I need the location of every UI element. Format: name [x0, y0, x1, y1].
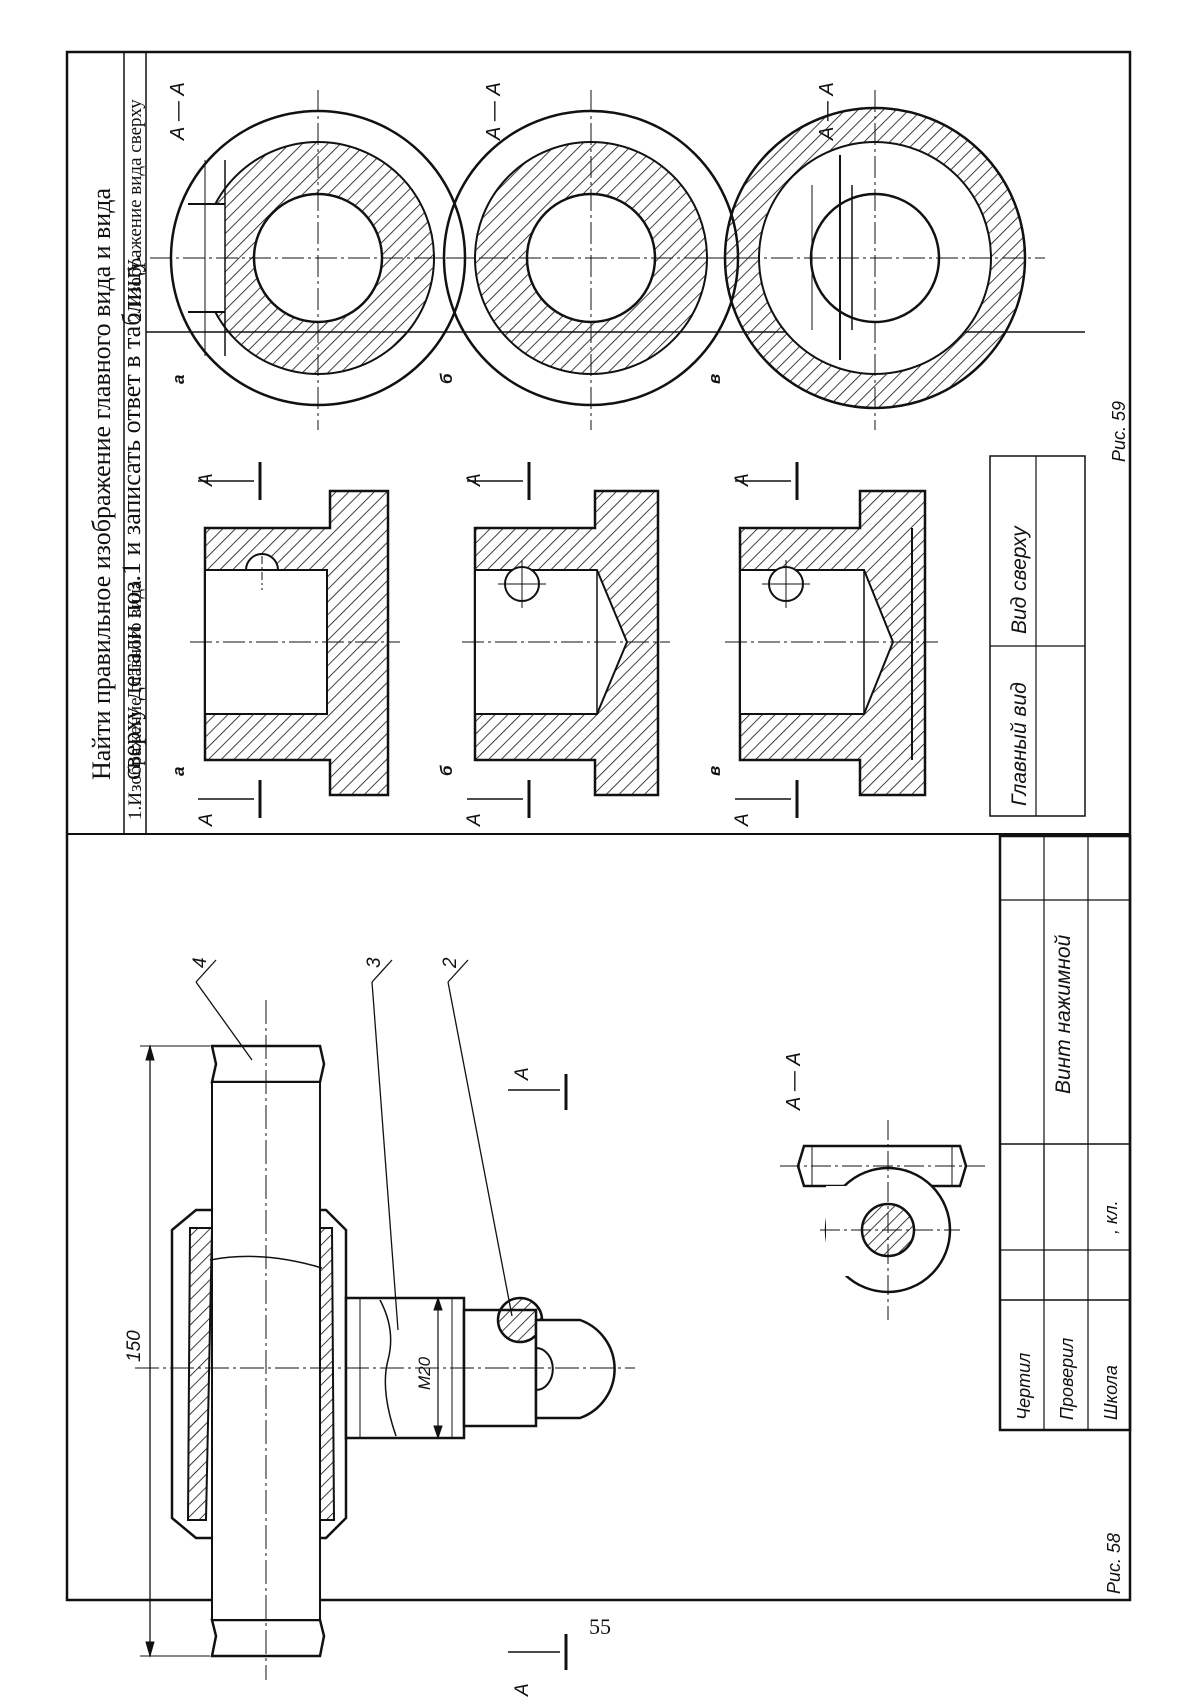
- task-line-1: Найти правильное изображение главного ви…: [87, 188, 116, 780]
- section-label: А — А: [483, 82, 505, 141]
- dimension-m20: [433, 1296, 443, 1440]
- top-view-option-v[interactable]: [705, 90, 1045, 430]
- title-block-drew: Чертил: [1014, 1353, 1034, 1420]
- top-view-option-b[interactable]: [420, 90, 760, 430]
- fig59-caption: Рис. 59: [1109, 401, 1129, 462]
- thread-label: M20: [415, 1356, 434, 1390]
- cut-letter: А: [732, 473, 753, 487]
- front-view-option-a[interactable]: [190, 489, 400, 797]
- variant-label-b: б: [437, 373, 456, 384]
- title-block-checked: Проверил: [1057, 1338, 1077, 1420]
- cut-letter: А: [464, 813, 485, 827]
- cutting-plane-marks-fig59: [198, 462, 799, 818]
- answer-table: [989, 455, 1086, 817]
- cut-letter: А: [512, 1683, 533, 1697]
- page-number: 55: [589, 1614, 611, 1639]
- title-block-school: Школа: [1101, 1365, 1121, 1420]
- header-top-view: 2.Изображение вида сверху: [125, 99, 146, 322]
- front-view-option-b[interactable]: [462, 489, 670, 797]
- section-label: А — А: [167, 82, 189, 141]
- dimension-150-label: 150: [124, 1330, 145, 1362]
- cut-letter: А: [732, 813, 753, 827]
- task-line-2: сверху детали поз.1 и записать ответ в т…: [117, 256, 146, 780]
- variant-label-b: б: [437, 765, 456, 776]
- outer-frame: [65, 50, 1132, 1602]
- answer-cell-top[interactable]: [1038, 458, 1083, 644]
- cutting-plane-marks-fig58: [508, 1074, 568, 1670]
- answer-top-label: Вид сверху: [1008, 525, 1031, 634]
- cut-letter: А: [196, 813, 217, 827]
- task-text: Найти правильное изображение главного ви…: [87, 188, 146, 780]
- front-view-option-v[interactable]: [725, 489, 938, 797]
- dimension-150: [140, 1044, 210, 1658]
- section-label: А — А: [783, 1052, 805, 1111]
- callout-2: 2: [440, 957, 461, 969]
- variant-label-a: а: [169, 767, 188, 776]
- callout-leaders: [195, 959, 513, 1331]
- answer-front-label: Главный вид: [1008, 682, 1031, 806]
- variant-label-v: в: [705, 374, 724, 384]
- title-block-class: , кл.: [1101, 1200, 1121, 1234]
- fig58-caption: Рис. 58: [1104, 1533, 1124, 1594]
- pressure-screw-view: [135, 1000, 635, 1680]
- answer-cell-front[interactable]: [1038, 648, 1083, 814]
- cut-letter: А: [512, 1067, 533, 1081]
- variant-label-v: в: [705, 766, 724, 776]
- variant-label-a: а: [169, 375, 188, 384]
- cut-letter: А: [196, 473, 217, 487]
- title-block: [998, 834, 1132, 1432]
- pin-section-view: [780, 1120, 985, 1320]
- title-block-part-name: Винт нажимной: [1052, 934, 1075, 1094]
- header-front-view: 1.Изображение главного вида: [125, 580, 146, 820]
- callout-3: 3: [364, 957, 385, 968]
- callout-4: 4: [190, 957, 211, 968]
- cut-letter: А: [464, 473, 485, 487]
